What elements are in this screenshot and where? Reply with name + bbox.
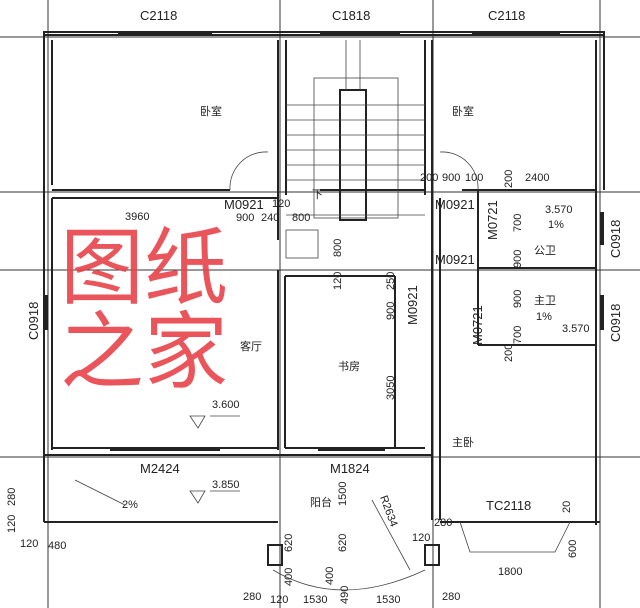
dimension: 490: [339, 586, 351, 604]
dimension: 280: [442, 591, 460, 603]
door-label: M2424: [140, 461, 180, 476]
slope-mark: 1%: [548, 219, 564, 231]
window-label: C2118: [488, 8, 525, 23]
elevation-mark: 3.570: [562, 323, 590, 335]
dimension: 700: [512, 214, 524, 232]
room-label: 卧室: [452, 104, 474, 118]
dimension: R2634: [377, 494, 399, 529]
door-label: M0921: [435, 252, 475, 267]
dimension: 120: [412, 532, 430, 544]
door-label: M0721: [470, 305, 485, 345]
dimension: 700: [512, 326, 524, 344]
door-label: M0921: [224, 197, 264, 212]
room-label: 公卫: [534, 245, 556, 257]
slope-mark: 1%: [536, 311, 552, 323]
dimension: 1800: [498, 566, 522, 578]
dimension: 280: [6, 488, 18, 506]
dimension: 900: [385, 302, 397, 320]
dimension: 20: [561, 501, 573, 513]
dimension: 250: [385, 272, 397, 290]
dimension: 620: [283, 534, 295, 552]
dimension: 620: [337, 534, 349, 552]
staircase: [286, 40, 425, 221]
dimension: 120: [6, 515, 18, 533]
dimension: 900: [512, 290, 524, 308]
dimension-labels: 200 900 100 2400 120 3960 900 240 800 20…: [6, 170, 579, 606]
elevation-mark: 3.570: [545, 204, 573, 216]
window-label: C0918: [608, 220, 623, 258]
dimension: 280: [434, 517, 452, 529]
dimension: 800: [292, 212, 310, 224]
window-label: C2118: [140, 8, 177, 23]
room-label: 卧室: [200, 104, 222, 118]
dimension: 900: [442, 172, 460, 184]
dimension: 200: [503, 170, 515, 188]
walls: [43, 31, 605, 525]
window-label: C0918: [608, 304, 623, 342]
elevation-mark: 3.850: [212, 479, 240, 491]
dimension: 1530: [303, 594, 327, 606]
window-label: TC2118: [486, 498, 531, 513]
dimension: 600: [567, 540, 579, 558]
dimension: 480: [48, 540, 66, 552]
window-label: C1818: [332, 8, 370, 23]
dimension: 280: [243, 591, 261, 603]
door-label: M0721: [485, 200, 500, 240]
dimension: 120: [272, 198, 290, 210]
dimension: 900: [512, 250, 524, 268]
window-label: C0918: [26, 302, 41, 340]
dimension: 900: [236, 212, 254, 224]
elevation-mark: 3.600: [212, 399, 240, 411]
dimension: 1500: [337, 482, 349, 506]
dimension: 120: [20, 538, 38, 550]
room-label: 客厅: [240, 339, 262, 353]
room-label: 阳台: [310, 495, 332, 509]
slope-mark: 2%: [122, 499, 138, 511]
room-label: 主卧: [452, 436, 474, 449]
room-label: 书房: [338, 360, 360, 373]
room-label: 主卫: [534, 294, 556, 307]
dimension: 200: [503, 344, 515, 362]
window-marks: [44, 32, 604, 451]
dimension: 3050: [385, 376, 397, 400]
door-label: M0921: [435, 197, 475, 212]
dimension: 100: [465, 172, 483, 184]
door-label: M0921: [405, 285, 420, 325]
door-swings: [74, 151, 571, 591]
dimension: 400: [283, 568, 295, 586]
dimension: 1530: [376, 594, 400, 606]
dimension: 120: [270, 594, 288, 606]
door-label: M1824: [330, 461, 370, 476]
dimension: 120: [332, 272, 344, 290]
stair-direction: 下: [312, 189, 323, 201]
dimension: 3960: [125, 211, 149, 223]
dimension: 200: [420, 172, 438, 184]
dimension: 800: [332, 239, 344, 257]
dimension: 2400: [525, 172, 549, 184]
dimension: 240: [261, 212, 279, 224]
dimension: 400: [324, 567, 336, 585]
